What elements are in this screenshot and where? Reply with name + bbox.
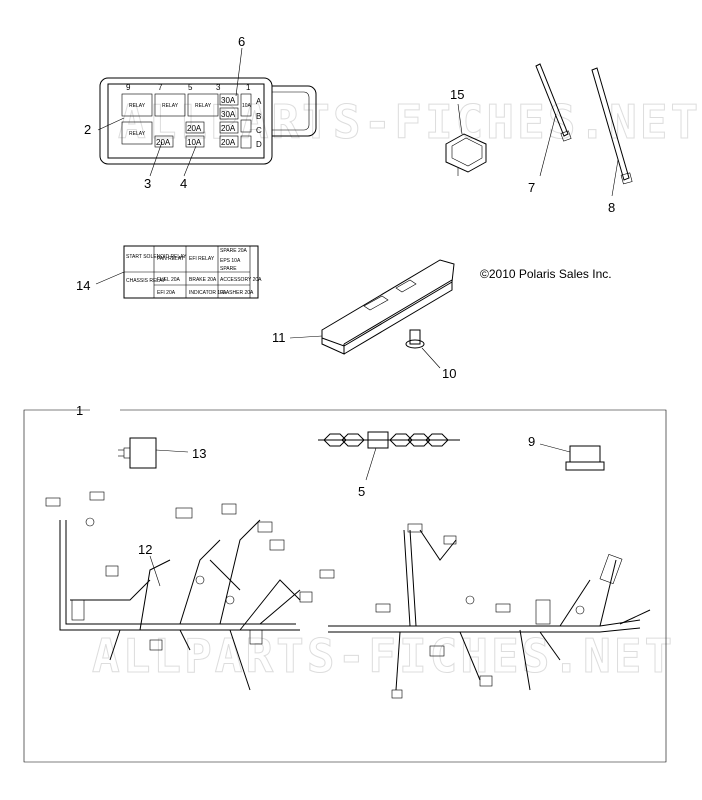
watermark-bottom: ALLPARTS-FICHES.NET: [92, 629, 675, 683]
label14-fuel: FUEL 20A: [157, 277, 181, 283]
relay-label-2: RELAY: [162, 103, 179, 109]
fuse-box-num-9: 9: [126, 83, 131, 92]
flasher-9: [565, 445, 605, 471]
fuse-2: 30A: [221, 110, 236, 119]
label14-eps: EPS 10A: [220, 258, 241, 264]
fuse-box-letter-d: D: [256, 140, 262, 149]
fuse-box-num-3: 3: [216, 83, 221, 92]
fuse-box-num-7: 7: [158, 83, 163, 92]
callout-4: 4: [180, 176, 187, 191]
diode-5: [318, 431, 460, 449]
callout-2: 2: [84, 122, 91, 137]
label14-spare: SPARE: [220, 266, 237, 272]
cable-tie-8: [591, 67, 633, 185]
fuse-6: 10A: [187, 138, 202, 147]
fuse-label-14: START SOLENOID RELAY FAN RELAY EFI RELAY…: [123, 245, 262, 299]
callout-5: 5: [358, 484, 365, 499]
callout-3: 3: [144, 176, 151, 191]
fuse-box-num-5: 5: [188, 83, 193, 92]
callout-7: 7: [528, 180, 535, 195]
fuse-3: 20A: [187, 124, 202, 133]
callout-1: 1: [76, 403, 83, 418]
callout-12: 12: [138, 542, 152, 557]
label14-flasher: FLASHER 20A: [220, 290, 254, 296]
fuse-box-letter-a: A: [256, 97, 262, 106]
fuse-box-letter-b: B: [256, 112, 261, 121]
label14-efi-relay: EFI RELAY: [189, 256, 215, 262]
callout-10: 10: [442, 366, 456, 381]
label14-spare-20a: SPARE 20A: [220, 248, 248, 254]
callout-9: 9: [528, 434, 535, 449]
relay-label-3: RELAY: [195, 103, 212, 109]
fuse-1: 30A: [221, 96, 236, 105]
fuse-4: 20A: [221, 124, 236, 133]
callout-14: 14: [76, 278, 90, 293]
connector-15: [445, 133, 487, 176]
fuse-box-letter-c: C: [256, 126, 262, 135]
callout-6: 6: [238, 34, 245, 49]
callout-11: 11: [272, 330, 286, 345]
callout-8: 8: [608, 200, 615, 215]
callout-13: 13: [192, 446, 206, 461]
harness-frame: [23, 409, 667, 763]
relay-13: [118, 437, 157, 469]
cable-tie-7: [535, 63, 572, 142]
label14-accessory: ACCESSORY 20A: [220, 277, 262, 283]
main-harness-right: [328, 523, 651, 699]
label14-start-relay: START SOLENOID RELAY: [126, 254, 187, 260]
fuse-side: 10A: [242, 103, 252, 109]
bracket-11: [321, 259, 455, 355]
copyright: ©2010 Polaris Sales Inc.: [480, 267, 612, 281]
label14-fan-relay: FAN RELAY: [157, 256, 185, 262]
fastener-10: [405, 329, 425, 349]
fuse-box-num-1: 1: [246, 83, 251, 92]
fuse-5: 20A: [156, 138, 171, 147]
callout-15: 15: [450, 87, 464, 102]
fuse-7: 20A: [221, 138, 236, 147]
main-harness-left: [45, 491, 335, 691]
label14-brake: BRAKE 20A: [189, 277, 217, 283]
label14-indicator: INDICATOR 10A: [189, 290, 227, 296]
fuse-box: 9 7 5 3 1 A B C D RELAY RELAY RELAY RELA…: [99, 77, 317, 165]
relay-label-1: RELAY: [129, 103, 146, 109]
label14-efi-20a: EFI 20A: [157, 290, 176, 296]
relay-label-4: RELAY: [129, 131, 146, 137]
label14-chassis-relay: CHASSIS RELAY: [126, 278, 166, 284]
